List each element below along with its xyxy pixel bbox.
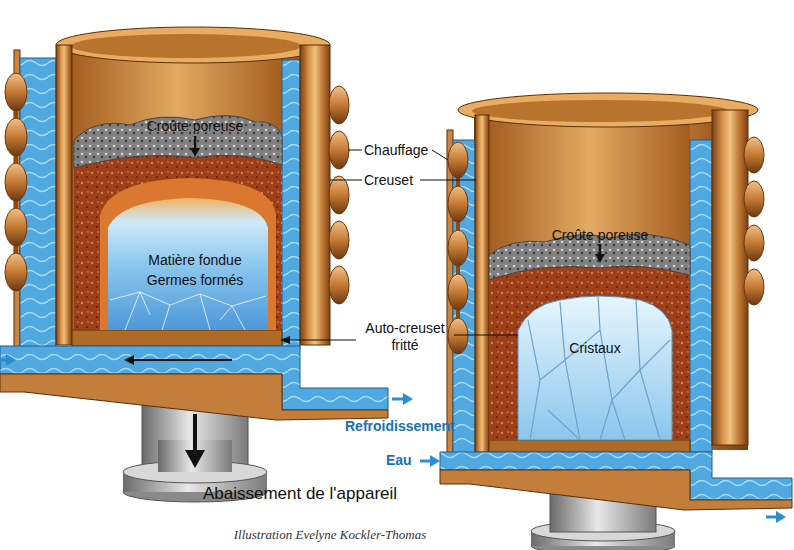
part-label: Germes formés [130,272,260,289]
crystal-facets [528,296,670,440]
leader-arrow-head [595,254,605,263]
leader-line [288,340,356,341]
heating-coil [329,221,349,259]
heating-coil [448,230,468,266]
heating-coil [5,73,27,111]
crucible-inner-wall [489,120,690,440]
leader-arrow [194,136,197,150]
water-flow-arrow-head [776,511,786,523]
part-label: Refroidissement [345,418,475,435]
crucible-wall [300,45,330,345]
heating-coil [744,269,764,305]
crystal-seeds [110,292,266,330]
heating-coil [448,318,468,354]
leader-line [432,150,448,160]
part-label: Matière fondue [130,252,260,269]
lowering-arrow [193,414,197,454]
heating-coil [744,181,764,217]
leader-line [348,150,362,151]
crystals [518,296,672,440]
heating-coil [329,266,349,304]
crucible-inner-wall [72,55,282,335]
sintered-skull [74,143,282,330]
leader-arrow-head [190,148,200,157]
crucible-floor [72,330,282,346]
part-label: Eau [386,452,420,469]
molten-material [108,198,268,330]
part-label: Abaissement de l'appareil [180,484,420,504]
leader-line [330,180,362,181]
part-label: Chauffage [364,142,436,159]
heating-coil [5,163,27,201]
lowering-arrow-head [185,450,205,468]
part-label: Croûte poreuse [540,227,660,244]
heating-coil [448,142,468,178]
sintered-skull [489,257,690,441]
crucible-wall [56,45,72,345]
water-flow-arrow-head [403,393,413,405]
leader-line [454,335,518,336]
leader-line [420,180,476,181]
illustration-credit: Illustration Evelyne Kockler-Thomas [200,527,460,543]
heating-coil [448,186,468,222]
heating-coil [5,118,27,156]
heating-coil [329,176,349,214]
heating-coil [329,86,349,124]
heating-coil [5,208,27,246]
flow-arrow-head [124,355,134,365]
part-label: Creuset [364,172,422,189]
water-flow-arrow-head [430,455,440,467]
crucible-rim [56,27,330,63]
flow-arrow [132,359,232,361]
leader-arrow-head [280,336,290,344]
heating-coil [5,253,27,291]
crucible-wall [712,110,748,445]
base-plate [440,470,792,510]
base-plate [0,374,388,420]
water-jacket [690,140,712,452]
part-label: Croûte poreuse [135,118,255,135]
heating-coil [448,274,468,310]
crucible-wall [475,115,489,452]
hot-zone [100,178,276,330]
crucible-opening [472,100,728,122]
part-label: Cristaux [555,340,635,357]
heating-coil [329,131,349,169]
water-flow-arrow-head [6,354,16,366]
crucible-opening [71,34,301,58]
part-label: Auto-creuset fritté [355,320,455,354]
porous-crust [74,115,282,168]
heating-coil [744,137,764,173]
heating-coil [744,225,764,261]
crucible-floor [489,440,690,452]
water-jacket [282,60,300,348]
